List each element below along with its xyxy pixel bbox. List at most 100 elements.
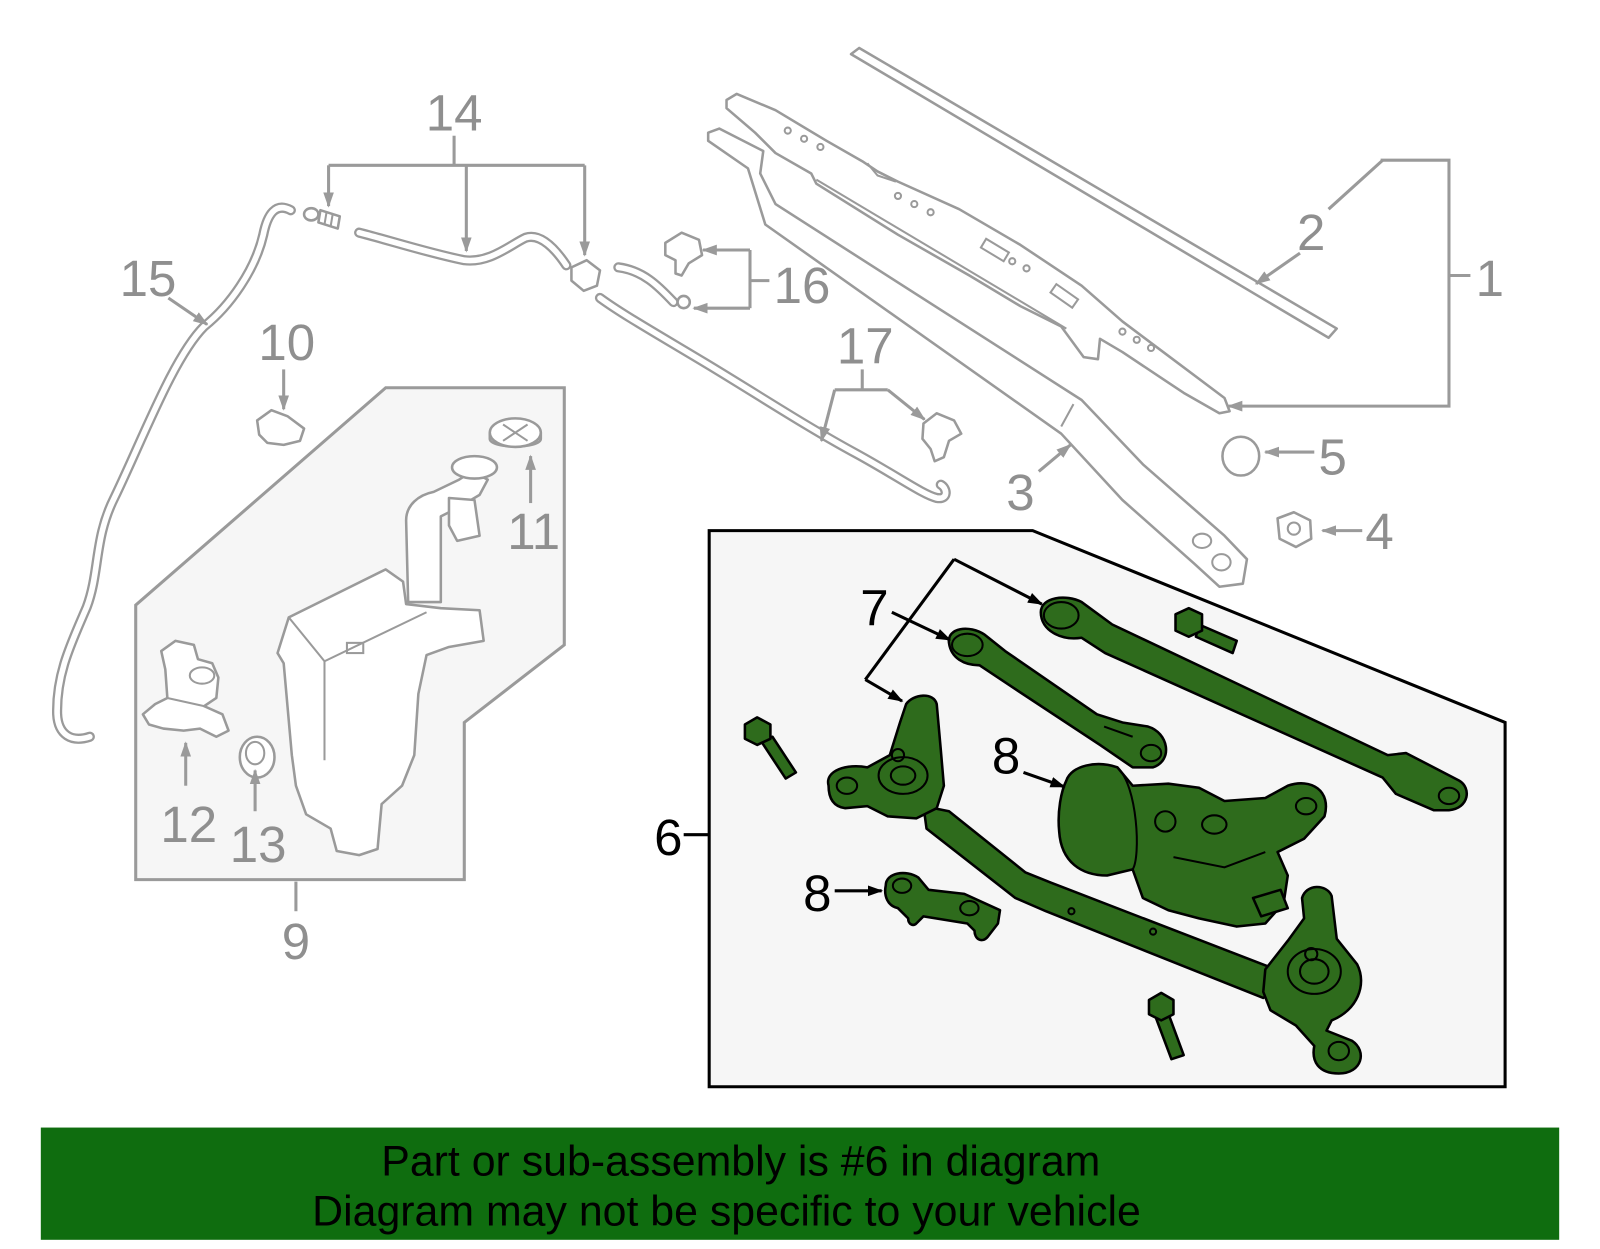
motor-crank — [1154, 810, 1177, 833]
wiper-motor — [1057, 762, 1328, 928]
joint-ridge — [323, 212, 328, 225]
notice-banner: Part or sub-assembly is #6 in diagram Di… — [40, 1127, 1560, 1240]
left-mount-hole — [835, 776, 859, 795]
motor-bracket — [883, 871, 1002, 942]
callout-8-motor: 8 — [992, 727, 1020, 784]
hose-17-inner — [600, 298, 946, 498]
callout-6: 6 — [654, 809, 682, 866]
neck-ring — [450, 454, 499, 480]
blade-clip — [1049, 282, 1080, 310]
bracket-hole — [959, 900, 980, 917]
wiper-linkage-frame — [826, 694, 1363, 1075]
washer-pump — [141, 639, 230, 739]
leader-7-arrow — [864, 678, 904, 703]
callout-8-bracket: 8 — [803, 865, 831, 922]
leader-3 — [1037, 443, 1072, 473]
callout-10: 10 — [258, 314, 315, 371]
gearbox-edge — [1173, 851, 1266, 869]
blade-clip — [979, 237, 1011, 263]
blade-hole — [816, 142, 825, 152]
bolt-head — [743, 716, 772, 747]
hose-fitting — [302, 206, 320, 222]
leader-2-upper — [1327, 159, 1384, 211]
blade-hole — [893, 191, 903, 201]
wiper-blade-frame — [725, 92, 1231, 415]
neck-bracket — [447, 496, 481, 543]
callout-4: 4 — [1365, 503, 1393, 560]
wiper-motor-body — [1057, 762, 1328, 928]
blade-hole — [1118, 327, 1127, 336]
pump-edge — [167, 696, 205, 708]
notice-line-2: Diagram may not be specific to your vehi… — [312, 1188, 1141, 1236]
cap-grip — [502, 423, 529, 442]
leader-1-bracket — [1227, 158, 1451, 412]
grommet-10 — [255, 408, 306, 447]
reservoir-cap — [488, 417, 543, 449]
callout-3: 3 — [1006, 464, 1034, 521]
nut-hex — [1276, 510, 1313, 549]
left-pivot-shaft — [890, 747, 906, 763]
link-slot — [1103, 725, 1133, 738]
blade-hole — [910, 200, 919, 209]
blade-hole — [1132, 335, 1141, 344]
bolt-head — [1174, 606, 1204, 639]
washer-reservoir — [276, 454, 499, 857]
motor-can-edge — [1116, 766, 1138, 870]
motor-connector — [1251, 888, 1290, 918]
washer-ring — [1221, 435, 1261, 477]
blade-hole — [1146, 343, 1156, 353]
link-end-hole — [1437, 786, 1461, 806]
joint-ridge — [329, 214, 334, 227]
blade-clip — [866, 162, 897, 183]
drive-link-rod — [1039, 596, 1468, 812]
notice-banner-background — [40, 1127, 1560, 1240]
callout-14: 14 — [426, 85, 483, 142]
wiper-arm-body — [706, 127, 1249, 589]
callout-7: 7 — [860, 580, 888, 637]
tank-tab — [345, 641, 365, 655]
link-end-hole — [1139, 743, 1163, 763]
bolt-head — [1147, 991, 1175, 1022]
hose-end-fitting — [676, 294, 692, 310]
bracket-hole — [891, 877, 913, 894]
wiper-arm-joint — [1060, 403, 1075, 428]
wiper-arm-hole — [1191, 532, 1213, 549]
link-socket — [951, 632, 984, 658]
callout-15: 15 — [120, 250, 177, 307]
bar-hole — [1067, 907, 1076, 916]
left-pivot-inner — [889, 765, 917, 786]
wiper-blade-assembly — [725, 92, 1231, 415]
nut — [1276, 510, 1313, 549]
right-pivot-shaft — [1304, 946, 1319, 962]
callout-16: 16 — [774, 257, 831, 314]
blade-hole — [1008, 257, 1017, 266]
right-pivot-bracket — [1261, 885, 1363, 1075]
leader-15 — [167, 296, 209, 326]
leaders-black — [683, 557, 1066, 897]
wiper-arm — [706, 127, 1249, 589]
callout-2: 2 — [1297, 204, 1325, 261]
callout-5: 5 — [1318, 428, 1346, 485]
callout-9: 9 — [282, 913, 310, 970]
leader-7-arrow — [891, 610, 952, 642]
callout-13: 13 — [230, 816, 287, 873]
callout-11: 11 — [507, 503, 560, 560]
pump-motor — [188, 666, 216, 685]
bolt-lower — [1147, 991, 1185, 1061]
pump-body — [141, 639, 230, 739]
drive-link-rod-body — [1039, 596, 1468, 812]
blade-hole — [1022, 264, 1031, 273]
callout-17: 17 — [837, 317, 894, 374]
washer-nozzle-17 — [921, 412, 963, 463]
leader-2 — [1254, 251, 1301, 285]
leader-17-arrow — [819, 389, 837, 443]
wiper-arm-hole — [1211, 553, 1232, 572]
connecting-link-rod — [947, 627, 1168, 769]
callout-12: 12 — [160, 796, 217, 853]
link-socket — [1042, 601, 1080, 630]
wiper-blade — [849, 46, 1339, 340]
nut-bore — [1286, 521, 1302, 536]
reservoir-tank — [276, 568, 485, 857]
blade-hole — [783, 126, 792, 135]
